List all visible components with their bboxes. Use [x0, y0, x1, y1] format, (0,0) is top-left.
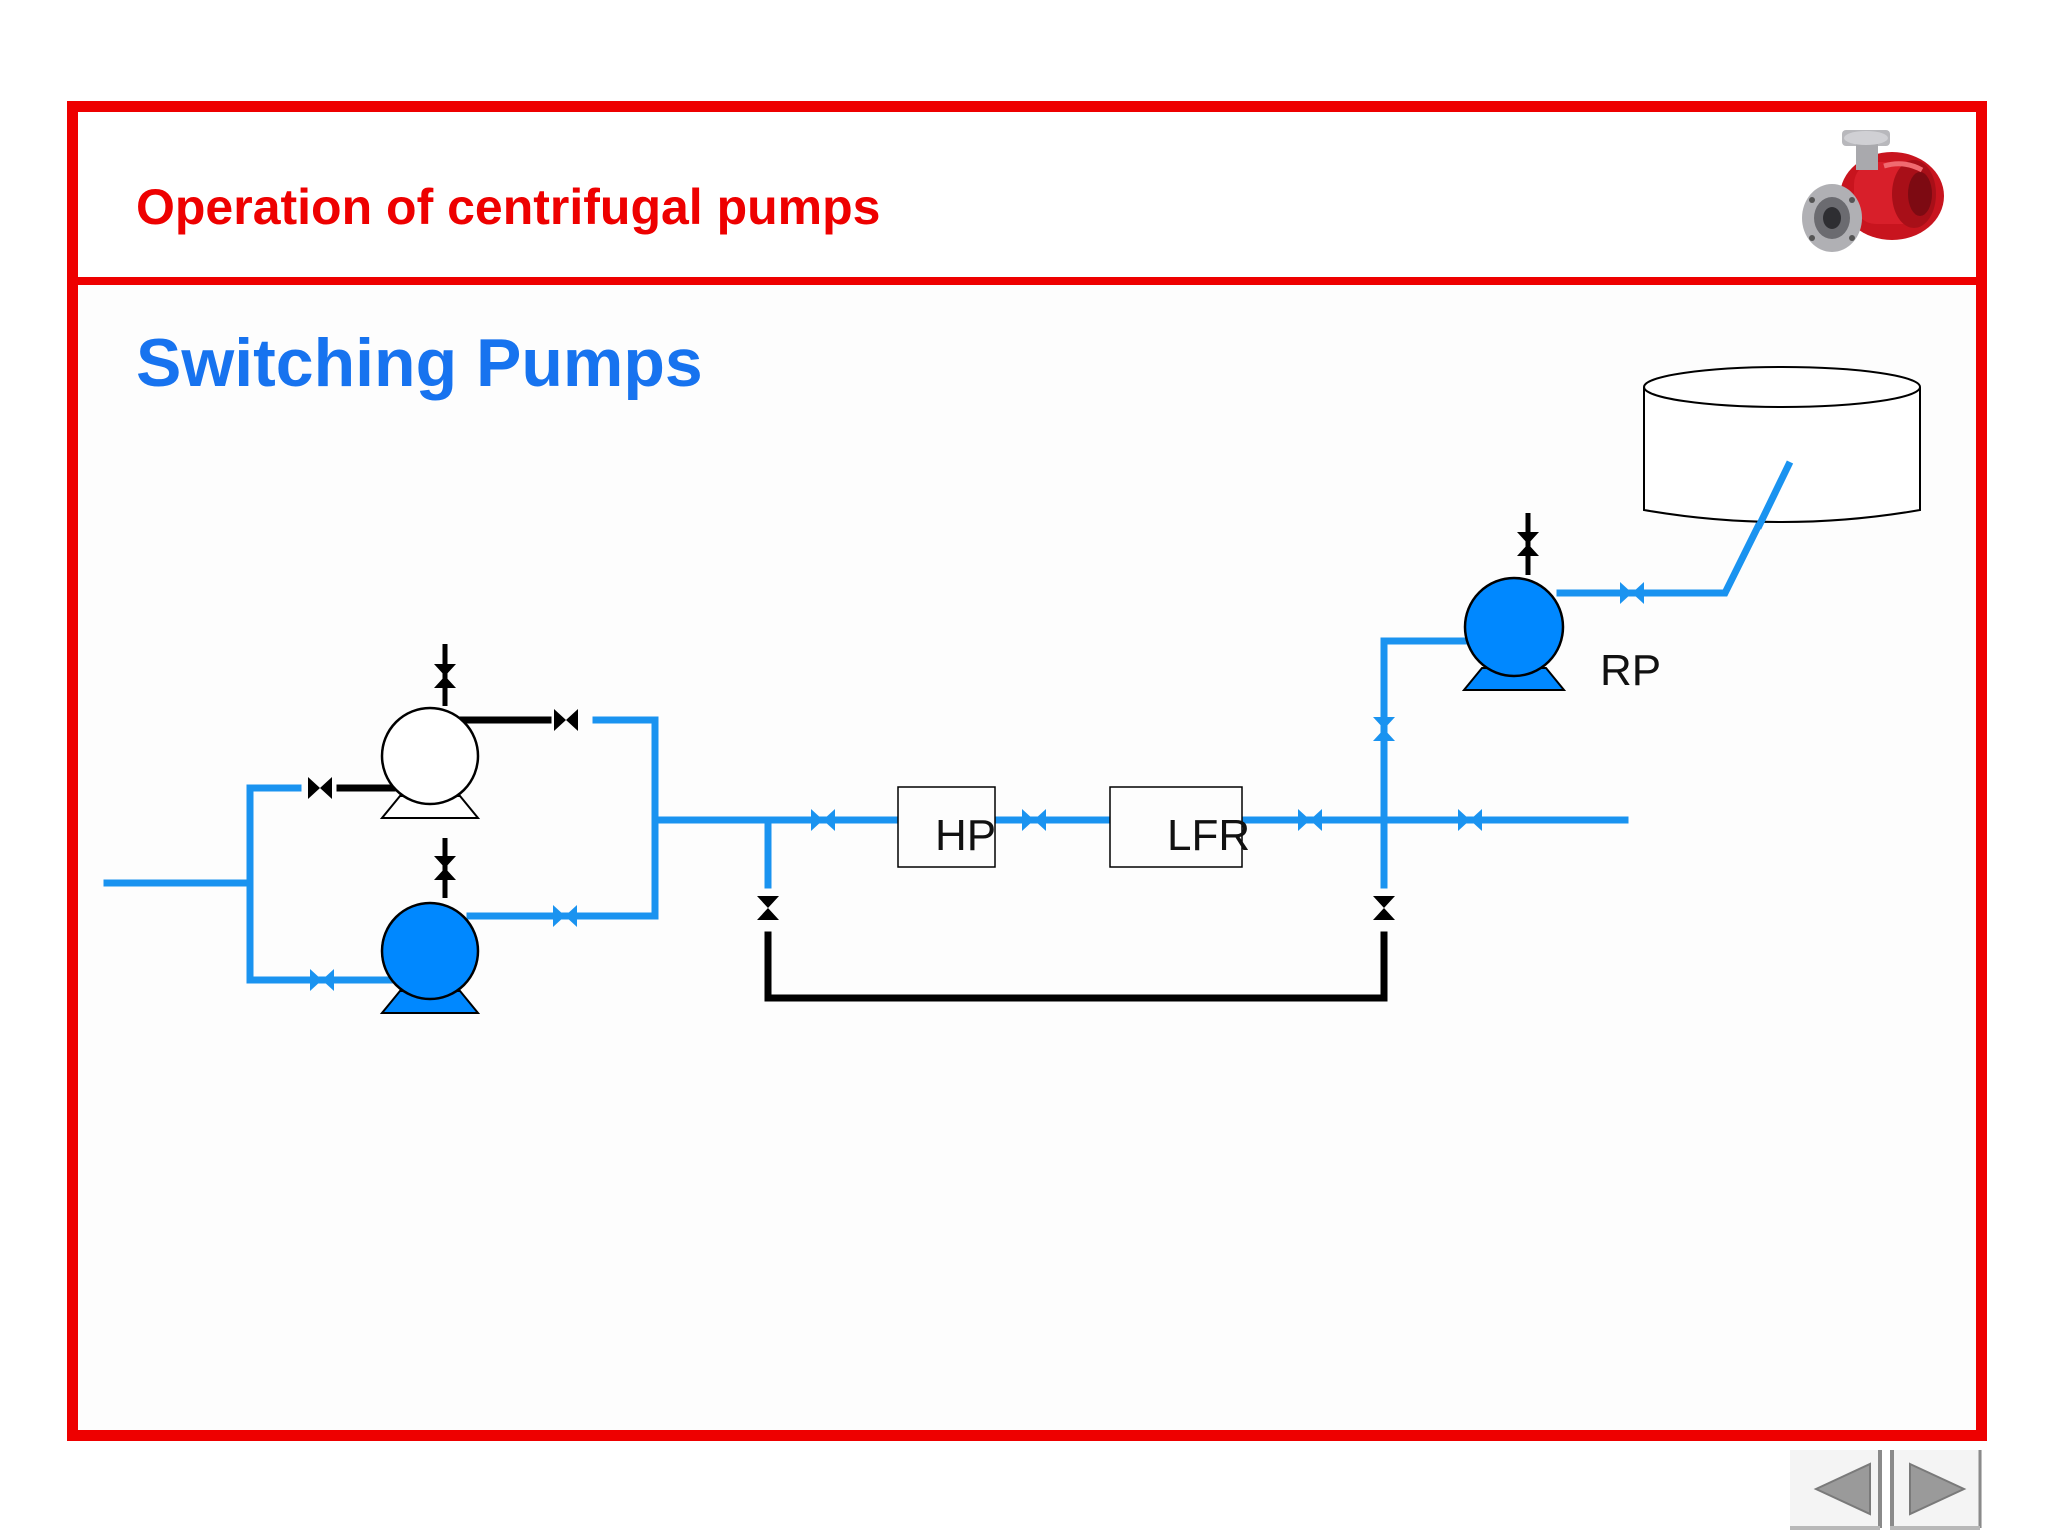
rp-label: RP: [1600, 646, 1661, 695]
hp-box: [897, 786, 996, 868]
triangle-left-icon: [1790, 1450, 1882, 1530]
storage-tank-icon: [1643, 366, 1921, 523]
slide-header: Operation of centrifugal pumps: [78, 112, 1976, 285]
triangle-right-icon: [1890, 1450, 1982, 1530]
next-slide-button[interactable]: [1888, 1444, 1984, 1530]
standby-pump-icon: [379, 706, 481, 819]
header-title: Operation of centrifugal pumps: [136, 179, 881, 235]
slide-title: Switching Pumps: [136, 325, 703, 401]
pump-logo-icon: [1794, 126, 1954, 261]
active-pump-icon: [379, 901, 481, 1014]
previous-slide-button[interactable]: [1788, 1444, 1884, 1530]
lfr-box: [1109, 786, 1243, 868]
rp-pump-icon: [1461, 576, 1567, 691]
lfr-label: LFR: [1167, 811, 1250, 860]
slide-navigation: [1788, 1444, 1988, 1536]
hp-label: HP: [935, 811, 996, 860]
pump-switching-diagram: HP LFR RP: [103, 366, 1921, 1014]
slide-frame: Operation of centrifugal pumps: [67, 101, 1987, 1441]
